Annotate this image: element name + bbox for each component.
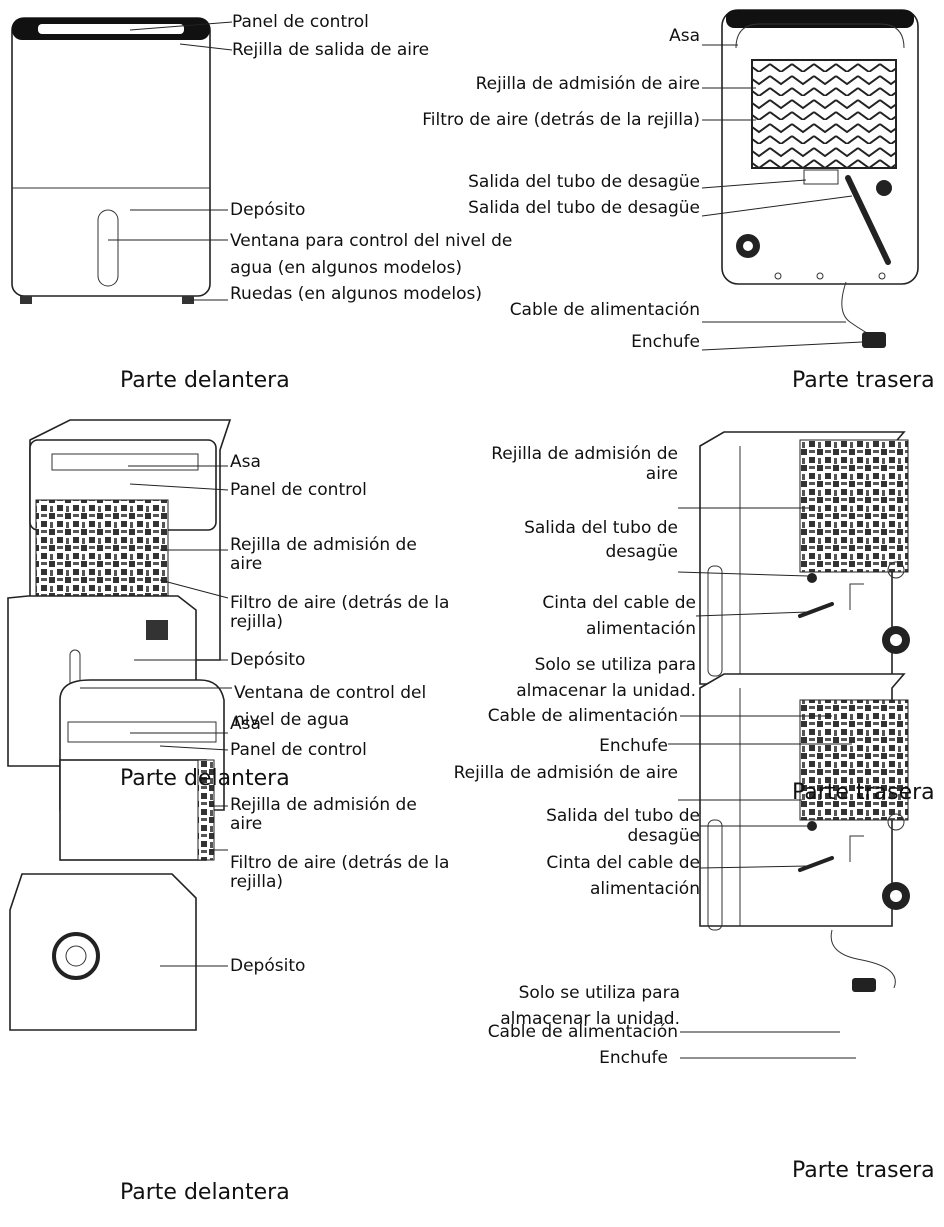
label-tank-front-2: Depósito [230, 650, 306, 670]
label-control-panel-front-1: Panel de control [232, 12, 369, 32]
label-plug-back-1: Enchufe [631, 332, 700, 352]
caption-back-2: Parte trasera [792, 780, 935, 805]
caption-front-2: Parte delantera [120, 766, 290, 791]
front-unit-3 [9, 679, 225, 1031]
back-unit-2 [699, 431, 910, 749]
caption-back-1: Parte trasera [792, 368, 935, 393]
front-unit-1 [11, 17, 211, 304]
caption-front-3: Parte delantera [120, 1180, 290, 1205]
label-air-intake-back-1: Rejilla de admisión de aire [475, 74, 700, 94]
caption-front-1: Parte delantera [120, 368, 290, 393]
label-drain-outlet-1-back-1: Salida del tubo de desagüe [468, 172, 700, 192]
label-control-panel-front-3: Panel de control [230, 740, 367, 760]
label-wheels-front-1: Ruedas (en algunos modelos) [230, 284, 482, 304]
label-power-cord-back-3: Cable de alimentación [487, 1022, 678, 1042]
label-air-intake-back-2: Rejilla de admisión de aire [491, 444, 678, 484]
back-unit-3 [699, 673, 910, 992]
label-plug-back-3: Enchufe [599, 1048, 668, 1068]
label-air-outlet-grille-front-1: Rejilla de salida de aire [232, 40, 430, 60]
label-cord-strap-back-3: Cinta del cable de alimentación [546, 853, 700, 899]
label-air-intake-back-3: Rejilla de admisión de aire [453, 763, 678, 783]
label-control-panel-front-2: Panel de control [230, 480, 367, 500]
label-tank-front-1: Depósito [230, 200, 306, 220]
label-plug-back-2: Enchufe [599, 736, 668, 756]
label-water-window-front-2: Ventana de control del nivel de agua [234, 683, 427, 730]
leader-lines [80, 21, 863, 1059]
label-handle-back-1: Asa [669, 26, 700, 46]
label-drain-outlet-back-2: Salida del tubo de desagüe [524, 518, 678, 562]
label-air-intake-front-3: Rejilla de admisión de aire [230, 795, 417, 834]
label-tank-front-3: Depósito [230, 956, 306, 976]
label-air-intake-front-2: Rejilla de admisión de aire [230, 535, 417, 574]
label-storage-note-back-2: Solo se utiliza para almacenar la unidad… [516, 655, 696, 701]
label-air-filter-back-1: Filtro de aire (detrás de la rejilla) [422, 110, 700, 130]
label-power-cord-back-1: Cable de alimentación [509, 300, 700, 320]
label-cord-strap-back-2: Cinta del cable de alimentación [542, 593, 696, 639]
label-drain-outlet-2-back-1: Salida del tubo de desagüe [468, 198, 700, 218]
label-drain-outlet-back-3: Salida del tubo de desagüe [546, 806, 700, 846]
back-unit-1 [721, 9, 919, 348]
label-air-filter-front-2: Filtro de aire (detrás de la rejilla) [230, 593, 450, 632]
label-power-cord-back-2: Cable de alimentación [487, 706, 678, 726]
caption-back-3: Parte trasera [792, 1158, 935, 1183]
label-handle-front-2: Asa [230, 452, 261, 472]
label-air-filter-front-3: Filtro de aire (detrás de la rejilla) [230, 853, 450, 892]
label-water-window-front-1: Ventana para control del nivel de agua (… [230, 231, 513, 278]
label-storage-note-back-3: Solo se utiliza para almacenar la unidad… [500, 983, 680, 1029]
label-handle-front-3: Asa [230, 714, 261, 734]
